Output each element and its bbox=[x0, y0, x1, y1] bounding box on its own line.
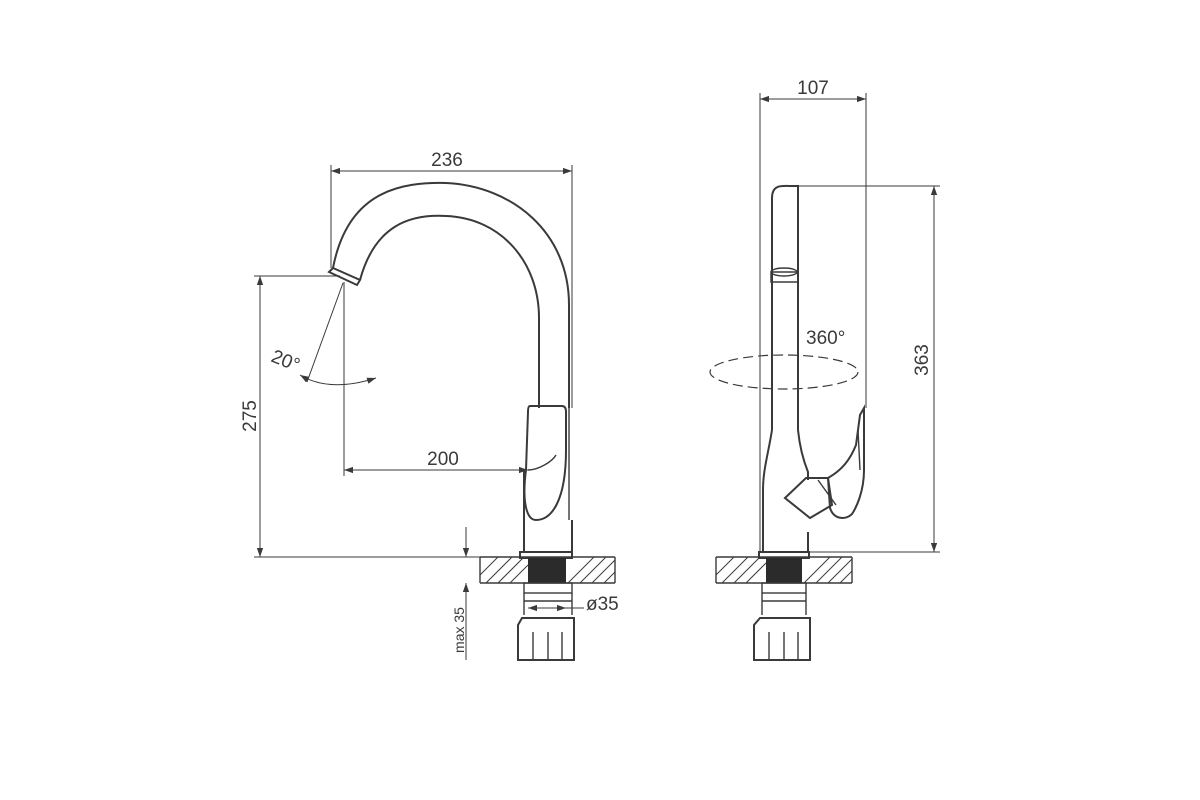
front-countertop bbox=[479, 551, 616, 661]
side-view: 360° 107 363 bbox=[709, 78, 940, 661]
front-countertop-hatch-right bbox=[567, 556, 616, 584]
diameter-label: ø35 bbox=[586, 594, 619, 615]
side-countertop-hatch-left bbox=[715, 556, 767, 584]
side-faucet-body bbox=[762, 184, 865, 552]
reach-label: 200 bbox=[427, 449, 459, 470]
width-label: 236 bbox=[431, 150, 463, 171]
front-countertop-hatch-left bbox=[479, 556, 529, 584]
dimension-height-363: 363 bbox=[792, 185, 940, 553]
front-view: 236 200 275 20° ø35 bbox=[240, 150, 619, 661]
max-thickness-label: max 35 bbox=[451, 607, 467, 653]
angle-label: 20° bbox=[268, 346, 303, 376]
side-height-label: 363 bbox=[912, 344, 933, 376]
side-countertop bbox=[715, 551, 853, 661]
front-faucet-body bbox=[327, 181, 573, 553]
dimension-height-275: 275 bbox=[240, 275, 520, 558]
rotation-indicator: 360° bbox=[709, 328, 859, 390]
rotation-label: 360° bbox=[806, 328, 845, 349]
height-label: 275 bbox=[240, 400, 261, 432]
dimension-max-thickness: max 35 bbox=[451, 527, 470, 660]
depth-label: 107 bbox=[797, 78, 829, 99]
side-countertop-hatch-right bbox=[803, 556, 853, 584]
angle-dimension-20: 20° bbox=[268, 282, 377, 386]
dimension-depth-107: 107 bbox=[759, 78, 867, 552]
dimension-width-236: 236 bbox=[330, 150, 573, 408]
dimension-diameter-35: ø35 bbox=[528, 594, 619, 615]
